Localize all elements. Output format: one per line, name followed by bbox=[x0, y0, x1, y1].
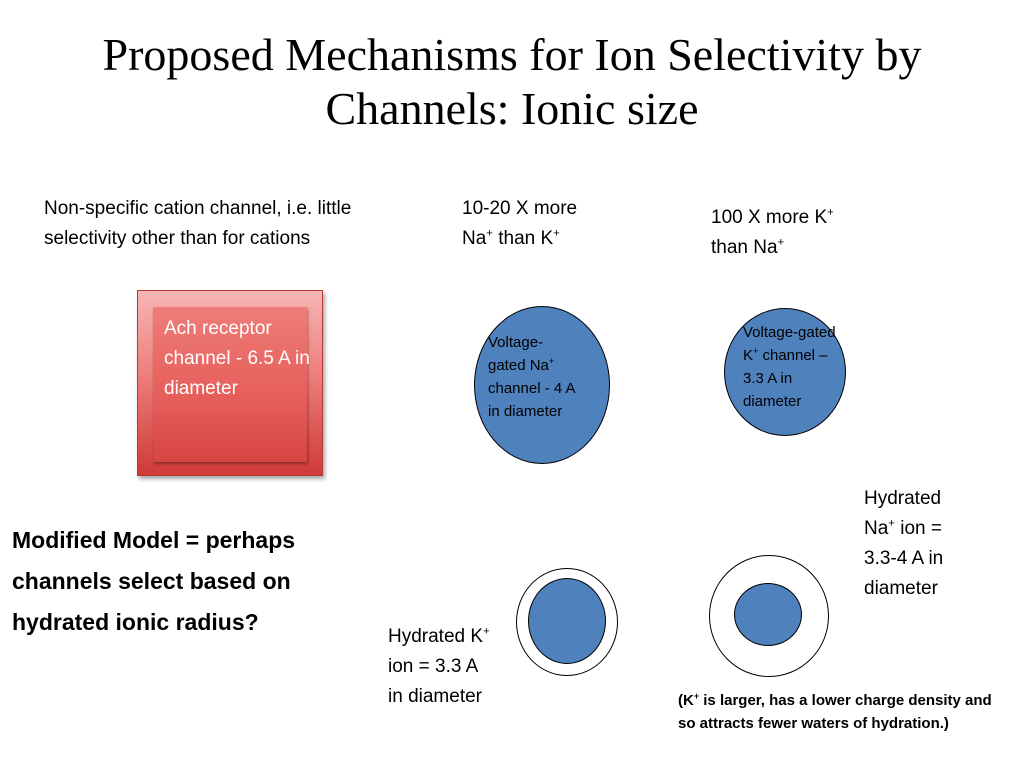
na-selectivity-superscript: + bbox=[777, 236, 785, 249]
ach-receptor-box bbox=[137, 290, 323, 476]
k-selectivity-line2-text: than Na bbox=[711, 237, 778, 258]
hydrated-k-line3: in diameter bbox=[388, 686, 482, 707]
hydrated-k-line1-text: Hydrated K bbox=[388, 626, 484, 647]
k-selectivity-superscript: + bbox=[827, 206, 834, 219]
na-channel-line2-text: gated Na bbox=[488, 357, 549, 374]
na-channel-line2: gated Na+ bbox=[488, 354, 608, 377]
hydrated-na-line2-text: ion = bbox=[894, 518, 942, 539]
nonspecific-channel-text: Non-specific cation channel, i.e. little… bbox=[44, 198, 352, 249]
na-channel-label: Voltage- gated Na+ channel - 4 A in diam… bbox=[488, 331, 608, 423]
na-than-k: than K bbox=[498, 228, 554, 249]
hydrated-na-ion bbox=[734, 583, 802, 646]
note-open: (K bbox=[678, 692, 694, 709]
note-superscript: + bbox=[693, 691, 700, 701]
na-channel-line1: Voltage- bbox=[488, 334, 544, 351]
hydrated-na-symbol: Na bbox=[864, 518, 889, 539]
hydrated-na-line1: Hydrated bbox=[864, 488, 942, 509]
na-symbol: Na bbox=[462, 228, 487, 249]
na-channel-line4: in diameter bbox=[488, 403, 563, 420]
k-selectivity-line2: than Na+ bbox=[711, 233, 901, 263]
hydrated-k-superscript: + bbox=[483, 625, 490, 638]
k-channel-line4: diameter bbox=[743, 393, 802, 410]
k-channel-label: Voltage-gated K+ channel – 3.3 A in diam… bbox=[743, 321, 863, 413]
hydrated-k-ion bbox=[528, 578, 606, 664]
hydrated-na-line4: diameter bbox=[864, 578, 938, 599]
hydrated-k-line2: ion = 3.3 A bbox=[388, 656, 479, 677]
na-channel-superscript: + bbox=[548, 356, 555, 366]
k-channel-superscript: + bbox=[753, 346, 759, 356]
slide-title: Proposed Mechanisms for Ion Selectivity … bbox=[102, 29, 922, 134]
k-selectivity-line1: 100 X more K+ bbox=[711, 203, 901, 233]
k-channel-ellipse bbox=[724, 308, 846, 436]
k-channel-line2-text: channel – bbox=[758, 347, 828, 364]
hydrated-na-ring bbox=[709, 555, 829, 677]
k-channel-k-symbol: K bbox=[743, 347, 754, 364]
k-superscript: + bbox=[553, 227, 560, 240]
hydrated-na-text: Hydrated Na+ ion = 3.3-4 A in diameter bbox=[864, 484, 1014, 604]
hydrated-na-line2: Na+ ion = bbox=[864, 514, 1014, 544]
ach-receptor-inner-box bbox=[153, 307, 307, 462]
na-selectivity-line2: Na+ than K+ bbox=[462, 224, 632, 254]
k-channel-line1: Voltage-gated bbox=[743, 324, 836, 341]
na-channel-line3: channel - 4 A bbox=[488, 380, 576, 397]
hydrated-k-text: Hydrated K+ ion = 3.3 A in diameter bbox=[388, 622, 538, 712]
k-selectivity-line1-text: 100 X more K bbox=[711, 207, 828, 228]
k-selectivity-text: 100 X more K+ than Na+ bbox=[711, 203, 901, 263]
note-rest: is larger, has a lower charge density an… bbox=[678, 692, 992, 732]
na-superscript: + bbox=[486, 227, 493, 240]
modified-model-text: Modified Model = perhaps channels select… bbox=[12, 527, 296, 635]
k-channel-line2: K+ channel – bbox=[743, 344, 863, 367]
na-selectivity-text: 10-20 X more Na+ than K+ bbox=[462, 194, 632, 254]
ach-receptor-label: Ach receptor channel - 6.5 A in diameter bbox=[164, 318, 310, 399]
hydrated-na-superscript: + bbox=[888, 517, 895, 530]
k-channel-line3: 3.3 A in bbox=[743, 370, 793, 387]
hydrated-na-line3: 3.3-4 A in bbox=[864, 548, 944, 569]
hydrated-k-line1: Hydrated K+ bbox=[388, 622, 538, 652]
k-charge-note: (K+ is larger, has a lower charge densit… bbox=[678, 689, 998, 735]
na-channel-ellipse bbox=[474, 306, 610, 464]
na-selectivity-line1: 10-20 X more bbox=[462, 198, 578, 219]
